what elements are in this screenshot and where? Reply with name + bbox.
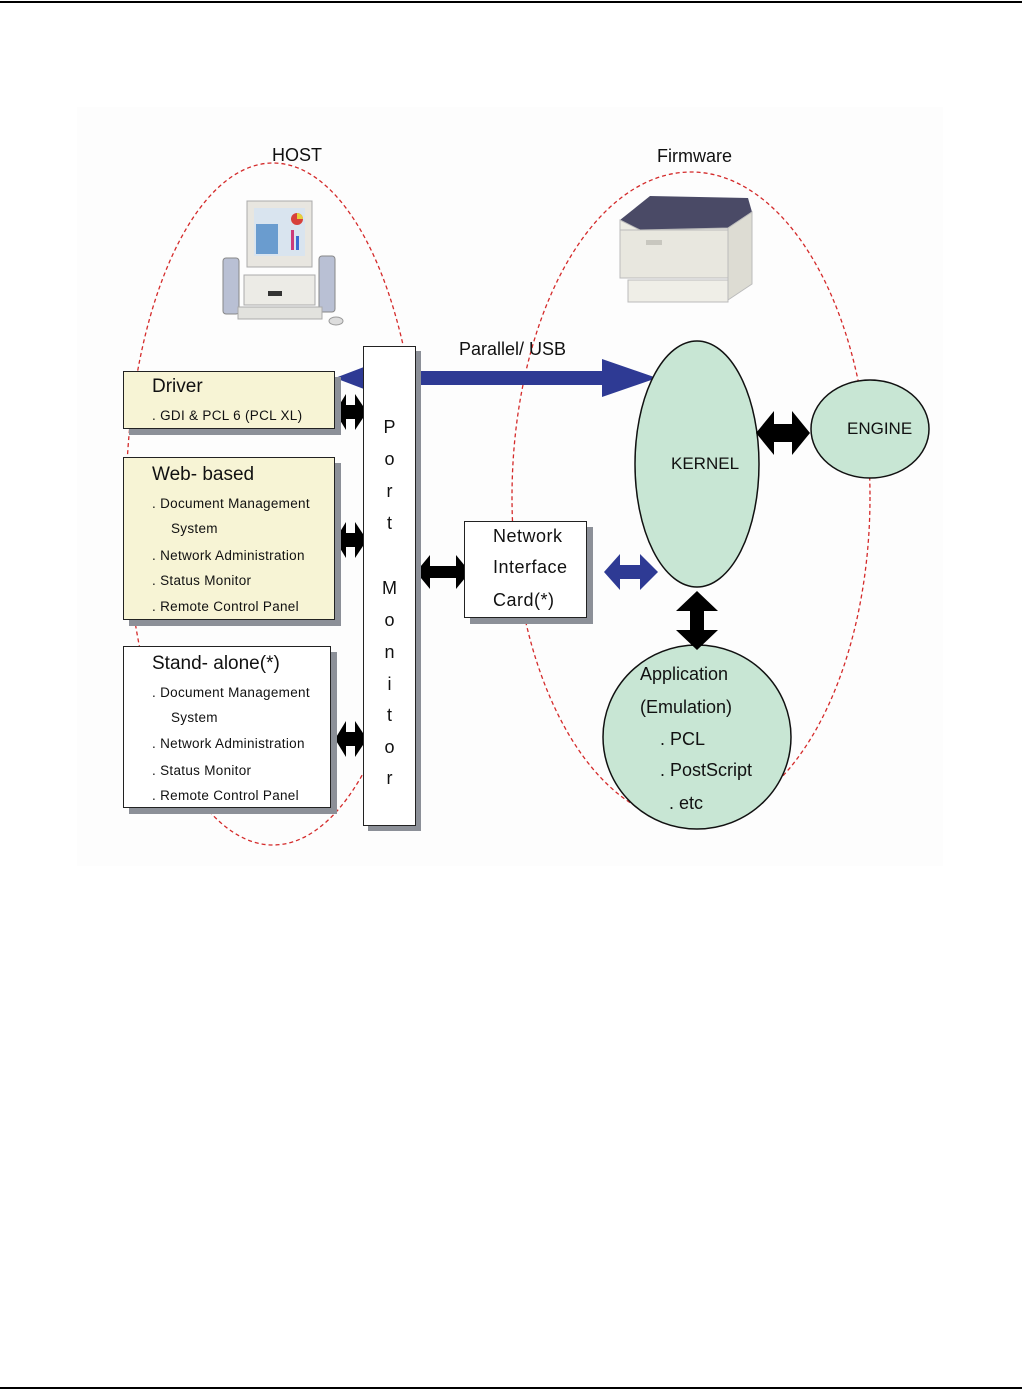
nic-line: Network xyxy=(493,526,563,546)
web-based-box: Web- based . Document Management System … xyxy=(123,457,335,620)
port-monitor-letter: o xyxy=(384,737,395,757)
nic-line: Interface xyxy=(493,557,568,577)
parallel-usb-arrow xyxy=(335,359,657,397)
stand-alone-title: Stand- alone(*) xyxy=(152,653,280,674)
stand-alone-box: Stand- alone(*) . Document Management Sy… xyxy=(123,646,331,808)
port-monitor-letter: t xyxy=(386,705,392,725)
firmware-boundary xyxy=(511,171,871,823)
laser-printer-image xyxy=(619,196,753,303)
port-nic-arrow xyxy=(416,555,470,589)
web-based-item: . Remote Control Panel xyxy=(152,599,299,614)
application-line: (Emulation) xyxy=(640,697,733,717)
bottom-rule xyxy=(0,1387,1022,1389)
standalone-port-arrow xyxy=(335,721,367,757)
port-monitor-letter: n xyxy=(384,642,395,662)
port-monitor-letter: M xyxy=(382,578,397,598)
engine-label: ENGINE xyxy=(847,419,913,438)
host-label: HOST xyxy=(272,145,323,165)
stand-alone-item: . Remote Control Panel xyxy=(152,788,299,803)
firmware-label: Firmware xyxy=(657,146,732,166)
kernel-label: KERNEL xyxy=(671,454,740,473)
stand-alone-item: System xyxy=(171,710,218,725)
port-monitor-letter: t xyxy=(386,513,392,533)
desktop-computer-image xyxy=(222,200,344,326)
stand-alone-item: . Document Management xyxy=(152,685,310,700)
stand-alone-item: . Status Monitor xyxy=(152,763,252,778)
port-monitor-letter: o xyxy=(384,449,395,469)
application-line: . PCL xyxy=(660,729,706,749)
nic-line: Card(*) xyxy=(493,590,555,610)
web-based-title: Web- based xyxy=(152,464,255,485)
application-line: . PostScript xyxy=(660,760,753,780)
nic-kernel-arrow xyxy=(604,554,658,590)
port-monitor-letter: r xyxy=(386,768,393,788)
driver-box: Driver . GDI & PCL 6 (PCL XL) xyxy=(123,371,335,429)
port-monitor-box: P o r t M o n i t o r xyxy=(363,346,416,826)
web-based-item: System xyxy=(171,521,218,536)
application-line: . etc xyxy=(669,793,704,813)
port-monitor-letter: r xyxy=(386,481,393,501)
stand-alone-item: . Network Administration xyxy=(152,736,305,751)
webbased-port-arrow xyxy=(335,522,367,558)
host-boundary xyxy=(125,162,421,846)
parallel-usb-label: Parallel/ USB xyxy=(459,339,567,359)
web-based-item: . Document Management xyxy=(152,496,310,511)
port-monitor-letter: o xyxy=(384,610,395,630)
port-monitor-letter: P xyxy=(383,417,396,437)
top-rule xyxy=(0,1,1022,3)
application-line: Application xyxy=(640,664,729,684)
nic-box: Network Interface Card(*) xyxy=(464,521,587,618)
driver-port-arrow xyxy=(335,394,367,430)
port-monitor-letter: i xyxy=(387,674,392,694)
driver-item: . GDI & PCL 6 (PCL XL) xyxy=(152,408,303,423)
web-based-item: . Status Monitor xyxy=(152,573,252,588)
web-based-item: . Network Administration xyxy=(152,548,305,563)
kernel-application-arrow xyxy=(676,591,718,650)
kernel-engine-arrow xyxy=(756,411,810,455)
driver-title: Driver xyxy=(152,376,203,397)
kernel-node xyxy=(634,340,760,588)
engine-node xyxy=(810,379,930,479)
